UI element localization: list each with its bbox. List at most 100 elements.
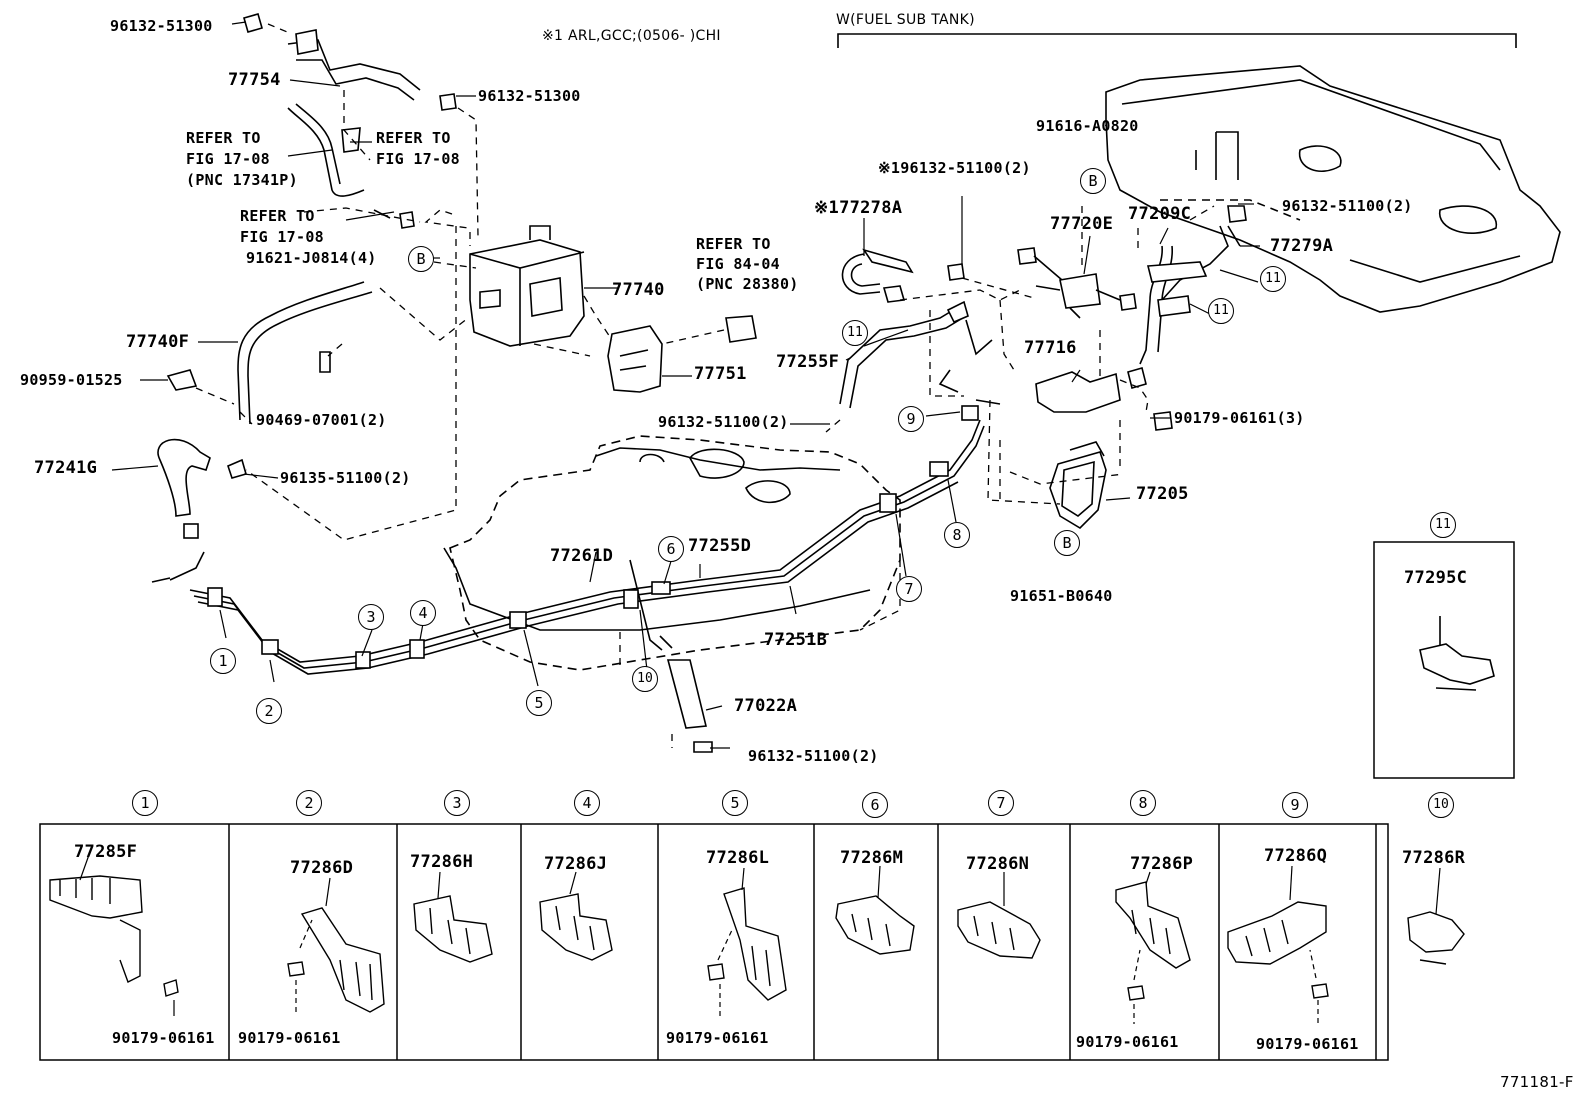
label-77241g: 77241G: [34, 458, 98, 478]
refer-fig-17-08-c: REFER TO FIG 17-08: [240, 207, 324, 246]
hose-77022a: [666, 659, 707, 729]
panel-3-part: 77286H: [410, 852, 474, 872]
panel-leaders: [79, 851, 1441, 1024]
refer-fig-17-08-pnc: REFER TO FIG 17-08 (PNC 17341P): [186, 129, 298, 189]
label-90469-07001: 90469-07001(2): [256, 411, 387, 429]
label-96132-51100-bot: 96132-51100(2): [748, 747, 879, 765]
panel-2-bolt: 90179-06161: [238, 1029, 341, 1047]
sub-tank-bracket: [837, 33, 1517, 48]
hose-77740f: [237, 281, 373, 425]
pipe-77205: [1049, 451, 1107, 530]
callout-2: 2: [256, 698, 282, 724]
label-77740f: 77740F: [126, 332, 190, 352]
panel-11-number: 11: [1430, 512, 1456, 538]
panel-1-number: 1: [132, 790, 158, 816]
hose-77241g: [157, 438, 211, 517]
ref-b-bottom: B: [1054, 530, 1080, 556]
label-77261d: 77261D: [550, 546, 614, 566]
label-91621-j0814: 91621-J0814(4): [246, 249, 377, 267]
panel-1-part: 77285F: [74, 842, 138, 862]
pipe-77209c: [1127, 205, 1247, 389]
clip-77295c-drawing: [1419, 616, 1495, 691]
panel-4-number: 4: [574, 790, 600, 816]
panel-11-box: [1373, 541, 1515, 779]
label-96132-51300-a: 96132-51300: [110, 17, 213, 35]
panel-9-bolt: 90179-06161: [1256, 1035, 1359, 1053]
callout-7: 7: [896, 576, 922, 602]
label-77255d: 77255D: [688, 536, 752, 556]
refer-fig-17-08-b: REFER TO FIG 17-08: [376, 129, 460, 168]
label-77205: 77205: [1136, 484, 1189, 504]
label-91651-b0640: 91651-B0640: [1010, 587, 1113, 605]
label-77751: 77751: [694, 364, 747, 384]
callout-10: 10: [632, 666, 658, 692]
label-77279a: 77279A: [1270, 236, 1334, 256]
panel-5-number: 5: [722, 790, 748, 816]
panel-4-part: 77286J: [544, 854, 608, 874]
main-fuel-tank-drawing: [443, 435, 901, 671]
label-96132-51100-tank: 96132-51100(2): [1282, 197, 1413, 215]
callout-8: 8: [944, 522, 970, 548]
label-77716: 77716: [1024, 338, 1077, 358]
panel-2-number: 2: [296, 790, 322, 816]
sub-fuel-tank-drawing: [1105, 65, 1561, 313]
clip-drawings: [49, 875, 1465, 1013]
canister-77740: [469, 225, 585, 347]
callout-1: 1: [210, 648, 236, 674]
panel-3-number: 3: [444, 790, 470, 816]
solid-leaders: [111, 21, 1260, 749]
panel-1-bolt: 90179-06161: [112, 1029, 215, 1047]
panel-8-bolt: 90179-06161: [1076, 1033, 1179, 1051]
pipe-9: [938, 369, 1001, 405]
header-note: ※1 ARL,GCC;(0506- )CHI: [542, 28, 721, 44]
hose-77278a: [841, 253, 881, 295]
line-clips: [207, 405, 979, 669]
callout-11-hose: 11: [842, 320, 868, 346]
callout-4: 4: [410, 600, 436, 626]
vent-pipe: [287, 103, 365, 197]
panel-6-number: 6: [862, 792, 888, 818]
label-90179-06161-3: 90179-06161(3): [1174, 409, 1305, 427]
panel-7-number: 7: [988, 790, 1014, 816]
label-77740: 77740: [612, 280, 665, 300]
hose-77255f: [839, 305, 967, 409]
figure-code: 771181-F: [1500, 1073, 1574, 1091]
bracket-77716: [1035, 371, 1121, 413]
panel-6-part: 77286M: [840, 848, 904, 868]
label-96132-51100-mid: 96132-51100(2): [658, 413, 789, 431]
panel-8-number: 8: [1130, 790, 1156, 816]
ref-b-canister: B: [408, 246, 434, 272]
label-77754: 77754: [228, 70, 281, 90]
label-96132-51300-b: 96132-51300: [478, 87, 581, 105]
ref-b-top: B: [1080, 168, 1106, 194]
label-91616-a0820: 91616-A0820: [1036, 117, 1139, 135]
callout-5: 5: [526, 690, 552, 716]
label-77022a: 77022A: [734, 696, 798, 716]
panel-5-part: 77286L: [706, 848, 770, 868]
callout-11-tank-b: 11: [1208, 298, 1234, 324]
bottom-panel-frames: [39, 823, 1389, 1061]
label-196132-51100: ※196132-51100(2): [878, 159, 1031, 177]
bracket-77751: [607, 315, 757, 393]
label-77720e: 77720E: [1050, 214, 1114, 234]
callout-6: 6: [658, 536, 684, 562]
callout-11-tank-a: 11: [1260, 266, 1286, 292]
label-90959-01525: 90959-01525: [20, 371, 123, 389]
callout-9: 9: [898, 406, 924, 432]
label-77255f: 77255F: [776, 352, 840, 372]
label-77251b: 77251B: [764, 630, 828, 650]
panel-10-part: 77286R: [1402, 848, 1466, 868]
refer-fig-84-04: REFER TO FIG 84-04 (PNC 28380): [696, 235, 799, 293]
label-77209c: 77209C: [1128, 204, 1192, 224]
panel-8-part: 77286P: [1130, 854, 1194, 874]
label-96135-51100: 96135-51100(2): [280, 469, 411, 487]
label-77295c: 77295C: [1404, 568, 1468, 588]
callout-3: 3: [358, 604, 384, 630]
leader-lines: [195, 23, 1215, 748]
panel-7-part: 77286N: [966, 854, 1030, 874]
label-77278a: ※177278A: [814, 198, 903, 218]
panel-9-part: 77286Q: [1264, 846, 1328, 866]
fuel-sub-tank-title: W(FUEL SUB TANK): [836, 12, 975, 28]
panel-9-number: 9: [1282, 792, 1308, 818]
